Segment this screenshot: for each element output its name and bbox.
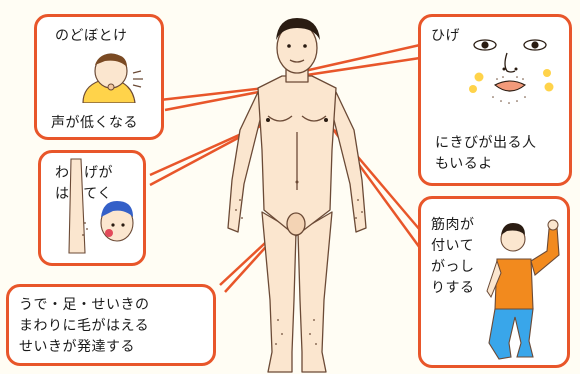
face-icon bbox=[469, 39, 554, 104]
callout-genital: うで・足・せいきの まわりに毛がはえる せいきが発達する bbox=[6, 284, 216, 366]
nipple-right bbox=[324, 118, 328, 122]
left-arm bbox=[227, 91, 263, 233]
callout-beard: ひげ にきびが出る人 もいるよ bbox=[418, 14, 572, 186]
beard-note: にきびが出る人 もいるよ bbox=[435, 135, 537, 172]
muscle-note: 筋肉が 付いて がっし りする bbox=[431, 217, 475, 296]
callout-muscle: 筋肉が 付いて がっし りする bbox=[418, 196, 570, 368]
throat-icon bbox=[82, 53, 143, 103]
callout-adams-apple: のどぼとけ 声が低くなる bbox=[34, 14, 164, 140]
nipple-left bbox=[266, 118, 270, 122]
body-figure bbox=[227, 18, 367, 373]
armpit-icon bbox=[68, 158, 134, 254]
callout-armpit: わきげが はえてく bbox=[38, 150, 146, 266]
genital-area bbox=[286, 212, 306, 236]
pointer-beard bbox=[299, 43, 421, 74]
armpit-note: わきげが はえてく bbox=[55, 165, 113, 202]
left-leg bbox=[261, 211, 297, 373]
flex-arm-icon bbox=[486, 219, 560, 360]
adams-apple-title: のどぼとけ bbox=[55, 28, 128, 44]
adams-apple-caption: 声が低くなる bbox=[51, 115, 138, 131]
genital-note: うで・足・せいきの まわりに毛がはえる せいきが発達する bbox=[19, 297, 150, 355]
hair bbox=[276, 18, 320, 40]
right-leg bbox=[297, 211, 333, 373]
beard-title: ひげ bbox=[431, 28, 460, 44]
